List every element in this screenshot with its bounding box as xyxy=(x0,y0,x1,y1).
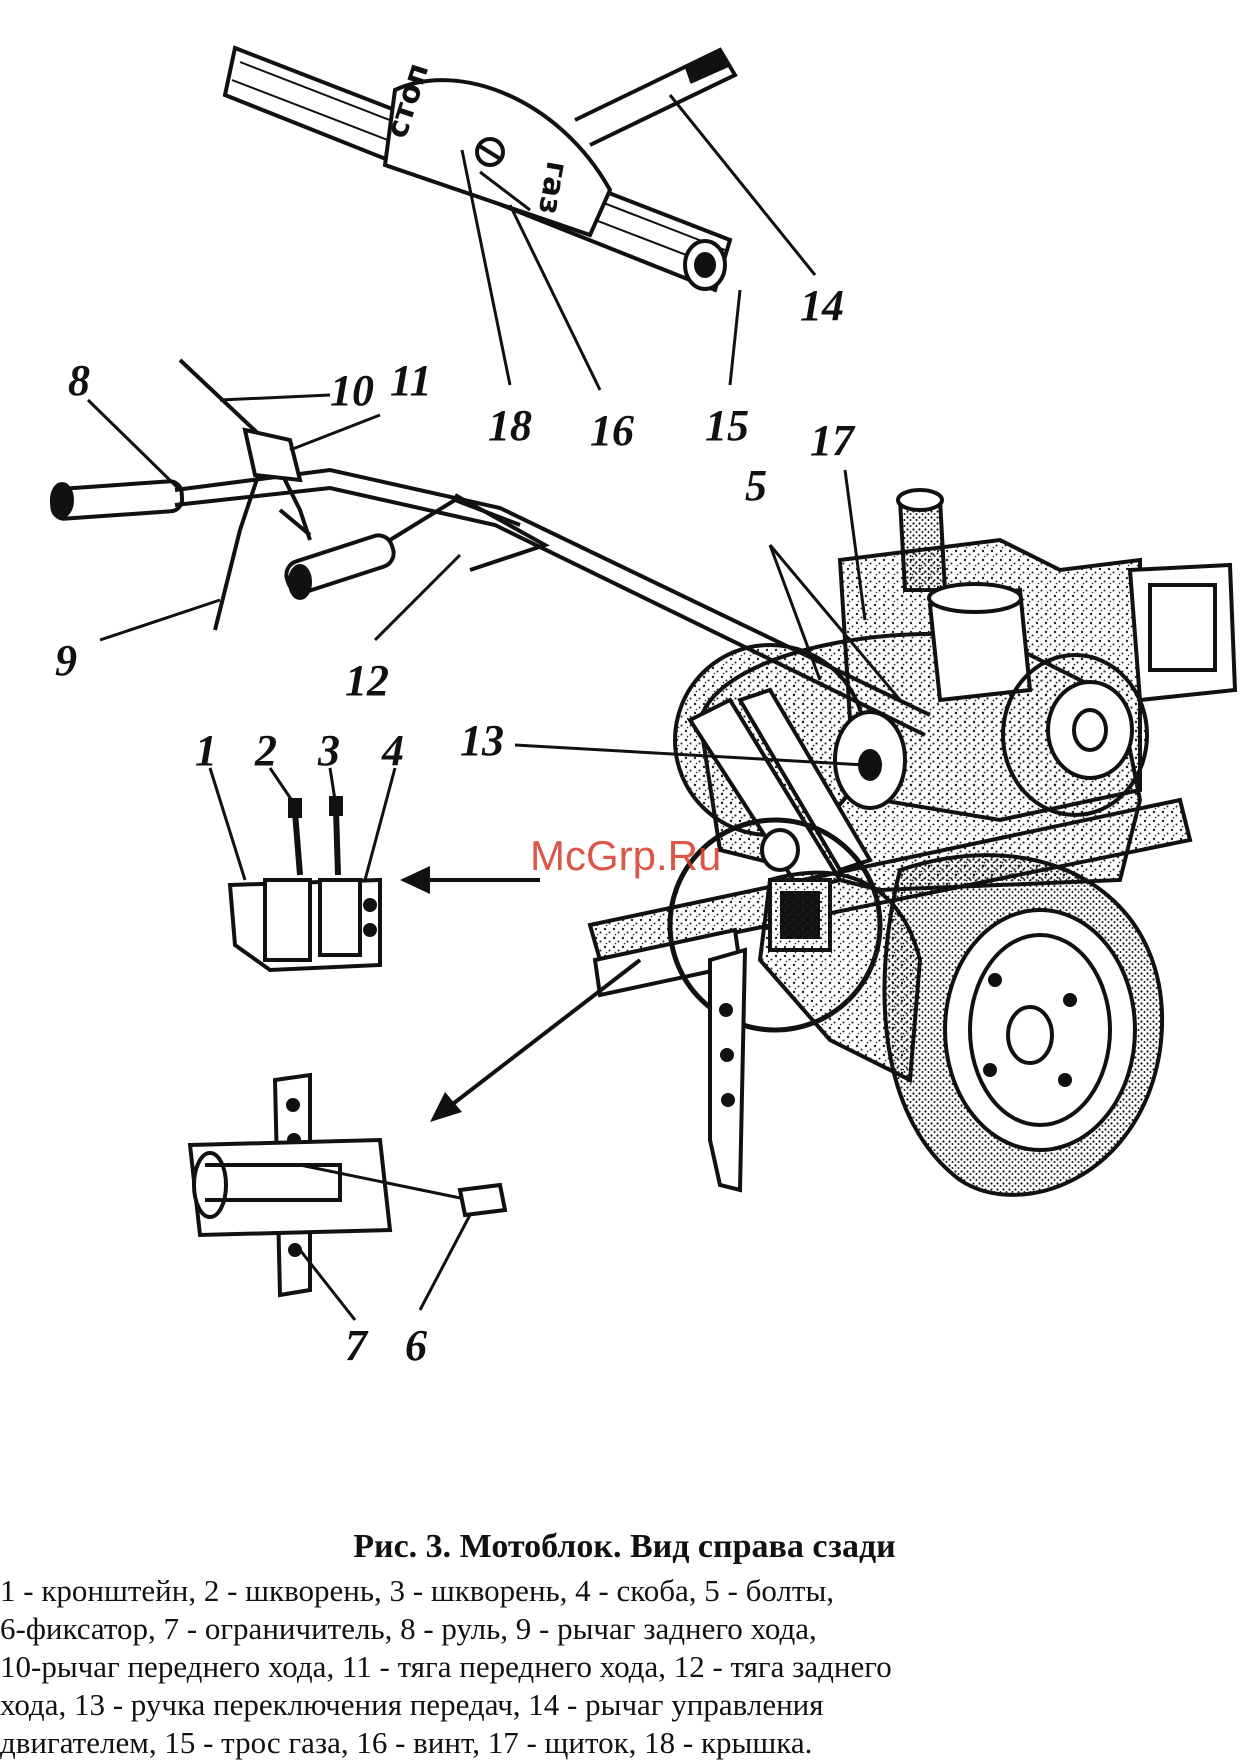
caption-legend: 1 - кронштейн, 2 - шкворень, 3 - шкворен… xyxy=(0,1572,1249,1762)
watermark: McGrp.Ru xyxy=(530,832,721,879)
callout-12: 12 xyxy=(345,656,389,705)
caption-title: Рис. 3. Мотоблок. Вид справа сзади xyxy=(353,1528,896,1565)
caption-line: 10-рычаг переднего хода, 11 - тяга перед… xyxy=(0,1649,892,1684)
callout-9: 9 xyxy=(55,636,77,685)
caption-line: 6-фиксатор, 7 - ограничитель, 8 - руль, … xyxy=(0,1611,817,1646)
caption-line: двигателем, 15 - трос газа, 16 - винт, 1… xyxy=(0,1725,813,1760)
callout-2: 2 xyxy=(254,726,277,775)
caption-line: хода, 13 - ручка переключения передач, 1… xyxy=(0,1687,824,1722)
leaders-body xyxy=(514,469,902,767)
tiller-body xyxy=(587,488,1238,1197)
engine-lever-detail xyxy=(222,45,738,293)
callout-17: 17 xyxy=(810,416,856,465)
callout-11: 11 xyxy=(390,356,432,405)
callout-4: 4 xyxy=(381,726,404,775)
callout-8: 8 xyxy=(68,356,90,405)
arrow-head-bracket xyxy=(400,866,430,894)
arrow-to-limiter xyxy=(443,958,642,1112)
callout-1: 1 xyxy=(195,726,217,775)
callout-18: 18 xyxy=(488,401,532,450)
callout-14: 14 xyxy=(800,281,844,330)
bracket-detail xyxy=(227,796,382,973)
arrow-head-limiter xyxy=(430,1092,462,1122)
leaders-handle xyxy=(86,393,462,642)
callout-7: 7 xyxy=(345,1321,369,1370)
callout-15: 15 xyxy=(705,401,749,450)
leaders-top xyxy=(460,94,817,391)
limiter-detail xyxy=(187,1072,508,1298)
callout-6: 6 xyxy=(405,1321,427,1370)
caption-line: 1 - кронштейн, 2 - шкворень, 3 - шкворен… xyxy=(0,1573,835,1608)
callout-3: 3 xyxy=(317,726,340,775)
figure-caption: Рис. 3. Мотоблок. Вид справа сзади 1 - к… xyxy=(0,1528,1249,1760)
callout-10: 10 xyxy=(330,366,374,415)
callout-13: 13 xyxy=(460,716,504,765)
tiller-diagram: стоп газ xyxy=(49,45,1238,1370)
callout-16: 16 xyxy=(590,406,634,455)
callout-5: 5 xyxy=(745,461,767,510)
leaders-bracket xyxy=(208,767,397,881)
leaders-limiter xyxy=(298,1214,472,1321)
